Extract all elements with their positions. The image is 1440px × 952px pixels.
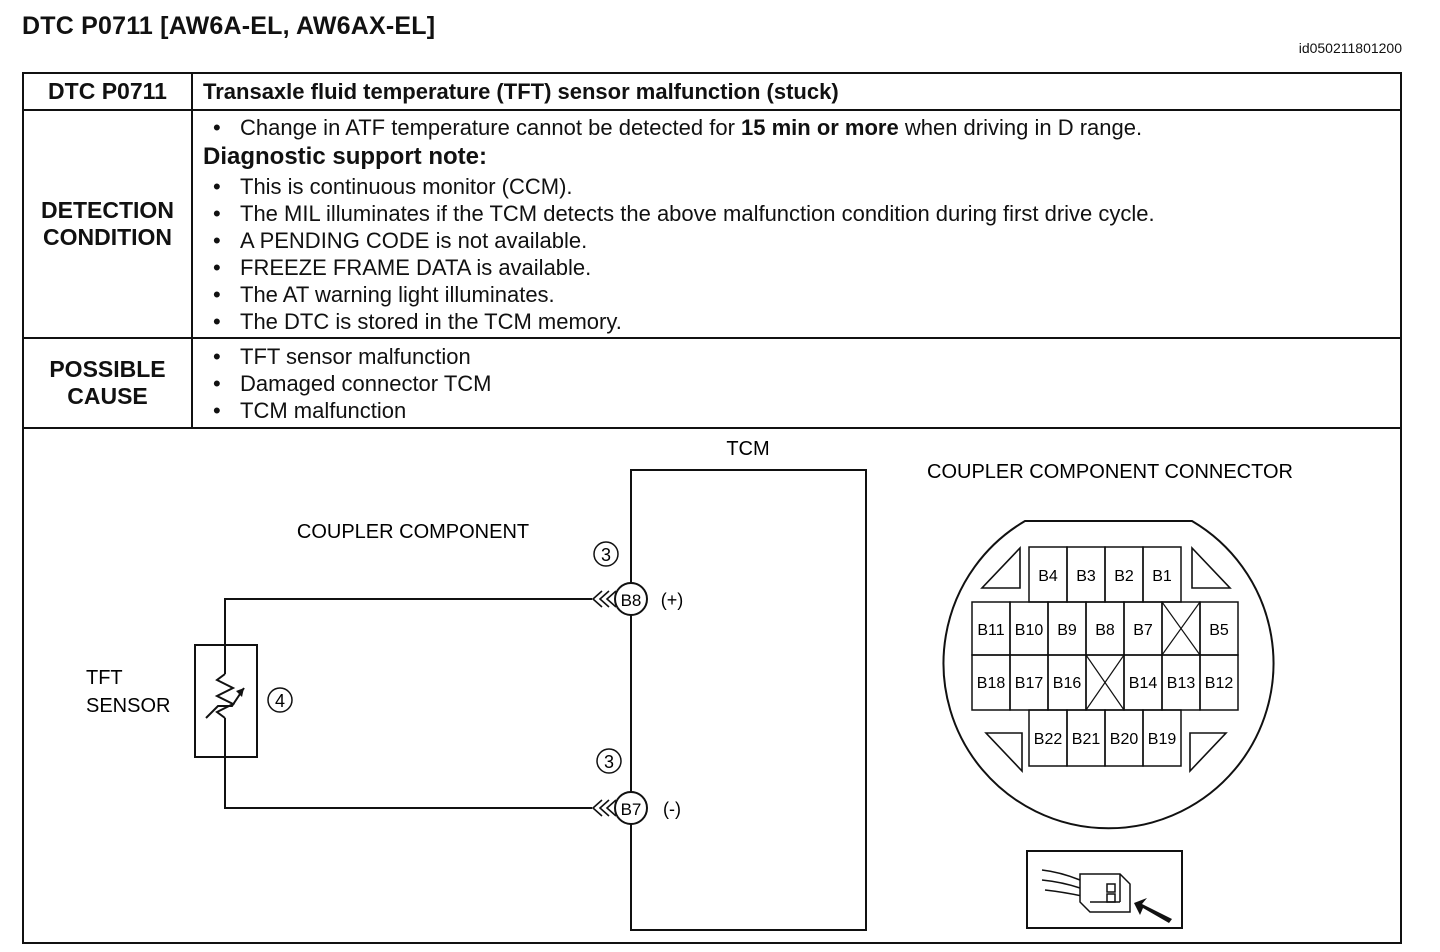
cause-list: TFT sensor malfunction Damaged connector… [203, 343, 1399, 424]
connector-pin-label: B5 [1209, 622, 1229, 639]
connector-pin-label: B13 [1167, 675, 1196, 692]
cause-label-line1: POSSIBLE [49, 356, 166, 382]
list-item: The DTC is stored in the TCM memory. [203, 308, 1399, 335]
wire-number-label: 3 [604, 752, 614, 772]
detection-label-line1: DETECTION [41, 197, 174, 223]
table-row-cause: POSSIBLE CAUSE TFT sensor malfunction Da… [22, 337, 1402, 429]
possible-cause-cell: TFT sensor malfunction Damaged connector… [191, 337, 1402, 429]
list-item: TCM malfunction [203, 397, 1399, 424]
dtc-info-table: DTC P0711 Transaxle fluid temperature (T… [22, 72, 1402, 429]
corner-key-icon [984, 732, 1023, 774]
detection-main-bullet: Change in ATF temperature cannot be dete… [203, 114, 1399, 141]
polarity-minus-label: (-) [663, 799, 681, 819]
wiring-diagram-frame [22, 426, 1402, 944]
diagnostic-note-list: This is continuous monitor (CCM). The MI… [203, 173, 1399, 335]
terminal-b8 [614, 582, 648, 616]
diagnostic-note-title: Diagnostic support note: [203, 142, 487, 170]
connector-keys [980, 545, 1232, 774]
corner-key-icon [980, 545, 1021, 589]
corner-key-icon [1189, 732, 1228, 774]
connector-pin-label: B10 [1015, 622, 1044, 639]
wire-number-circle [593, 541, 619, 567]
connector-pin-label: B3 [1076, 568, 1096, 585]
connector-pin-label: B4 [1038, 568, 1058, 585]
coupler-component-label: COUPLER COMPONENT [297, 521, 529, 543]
document-id: id050211801200 [1298, 40, 1402, 56]
dtc-description-cell: Transaxle fluid temperature (TFT) sensor… [191, 72, 1402, 111]
sensor-label-line1: TFT [86, 667, 123, 689]
variable-arrowhead-icon [236, 688, 244, 697]
connector-view-thumbnail [1026, 850, 1183, 929]
connector-pin-label: B18 [977, 675, 1006, 692]
connector-pins: B4 B3 B2 B1 B11 B10 B9 B8 B7 B5 B18 B17 … [971, 546, 1239, 767]
list-item: This is continuous monitor (CCM). [203, 173, 1399, 200]
sensor-number-circle [267, 687, 293, 713]
list-item: Damaged connector TCM [203, 370, 1399, 397]
wire-number-label: 3 [601, 545, 611, 565]
connector-plug-icon [1041, 869, 1131, 913]
detection-main-bold: 15 min or more [741, 114, 899, 140]
list-item: TFT sensor malfunction [203, 343, 1399, 370]
connector-pin-label: B8 [1095, 622, 1115, 639]
negative-wire [224, 757, 592, 809]
detection-condition-label: DETECTION CONDITION [22, 109, 193, 339]
terminal-b7 [614, 791, 648, 825]
connector-pin-label: B9 [1057, 622, 1077, 639]
connector-pin-label: B2 [1114, 568, 1134, 585]
connector-pin-label: B1 [1152, 568, 1172, 585]
list-item: A PENDING CODE is not available. [203, 227, 1399, 254]
dtc-code-cell: DTC P0711 [22, 72, 193, 111]
connector-pin-label: B11 [977, 622, 1004, 639]
connector-pin [1199, 654, 1239, 711]
connector-pin-label: B16 [1053, 675, 1082, 692]
possible-cause-label: POSSIBLE CAUSE [22, 337, 193, 429]
table-row-detection: DETECTION CONDITION Change in ATF temper… [22, 109, 1402, 339]
detection-main-list: Change in ATF temperature cannot be dete… [203, 114, 1399, 141]
connector-arrow-icon [591, 590, 617, 608]
thermistor-icon [214, 673, 236, 719]
corner-key-icon [1191, 545, 1232, 589]
wire-number-circle [596, 748, 622, 774]
empty-pin-cross [1085, 654, 1125, 711]
terminal-b7-label: B7 [621, 800, 642, 819]
connector-pin-label: B20 [1110, 731, 1139, 748]
tcm-label: TCM [726, 438, 769, 460]
connector-pin-label: B7 [1133, 622, 1153, 639]
connector-pin-label: B17 [1015, 675, 1044, 692]
detection-condition-cell: Change in ATF temperature cannot be dete… [191, 109, 1402, 339]
detection-main-suffix: when driving in D range. [898, 114, 1143, 140]
list-item: The AT warning light illuminates. [203, 281, 1399, 308]
connector-pin [1142, 709, 1182, 767]
polarity-plus-label: (+) [661, 590, 684, 610]
sensor-number-label: 4 [275, 691, 285, 711]
table-row-dtc: DTC P0711 Transaxle fluid temperature (T… [22, 72, 1402, 111]
detection-label-line2: CONDITION [42, 224, 173, 250]
page-title: DTC P0711 [AW6A-EL, AW6AX-EL] [22, 12, 436, 40]
connector-arrow-icon [591, 799, 617, 817]
empty-pin-cross [1161, 601, 1201, 656]
connector-pin-label: B12 [1205, 675, 1234, 692]
connector-pin-label: B21 [1072, 731, 1101, 748]
list-item: The MIL illuminates if the TCM detects t… [203, 200, 1399, 227]
connector-pin-label: B22 [1034, 731, 1063, 748]
connector-outline [942, 520, 1275, 830]
view-direction-arrow-icon [1134, 898, 1172, 923]
connector-pin-label: B19 [1148, 731, 1177, 748]
sensor-label-line2: SENSOR [86, 695, 170, 717]
variable-arrow-icon [205, 687, 245, 719]
connector-pin-label: B14 [1129, 675, 1158, 692]
cause-label-line2: CAUSE [67, 383, 148, 409]
positive-wire [224, 598, 592, 645]
terminal-b8-label: B8 [621, 591, 642, 610]
tcm-box [630, 469, 867, 931]
connector-title: COUPLER COMPONENT CONNECTOR [927, 461, 1293, 483]
detection-main-prefix: Change in ATF temperature cannot be dete… [240, 114, 742, 140]
list-item: FREEZE FRAME DATA is available. [203, 254, 1399, 281]
